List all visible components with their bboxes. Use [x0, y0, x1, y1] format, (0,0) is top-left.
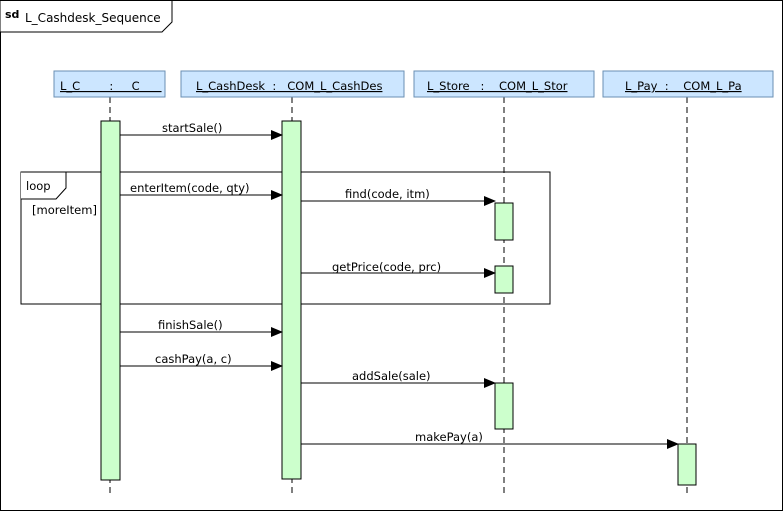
loop-guard: [moreItem] — [32, 203, 97, 217]
frame-title: L_Cashdesk_Sequence — [25, 11, 161, 25]
activation-cashdesk — [281, 120, 302, 480]
activation-pay — [677, 443, 697, 486]
lifeline-label-pay: L_Pay : COM_L_Pa — [625, 79, 742, 93]
lifeline-label-c: L_C : C — [60, 79, 162, 93]
activation-store-getprice — [494, 265, 514, 294]
message-label: getPrice(code, prc) — [332, 260, 441, 274]
message-label: startSale() — [162, 121, 222, 135]
message-getprice: getPrice(code, prc) — [301, 260, 496, 278]
lifeline-label-cashdesk: L_CashDesk : COM_L_CashDes — [196, 79, 382, 93]
message-enteritem: enterItem(code, qty) — [120, 181, 283, 200]
message-label: finishSale() — [158, 318, 223, 332]
message-makepay: makePay(a) — [301, 430, 679, 449]
lifeline-header-store: L_Store : COM_L_Stor — [413, 70, 595, 98]
message-finishsale: finishSale() — [120, 318, 283, 337]
frame-tab — [0, 0, 173, 33]
activation-c — [100, 120, 121, 481]
lifeline-header-pay: L_Pay : COM_L_Pa — [602, 70, 774, 98]
message-addsale: addSale(sale) — [301, 369, 496, 388]
message-label: makePay(a) — [415, 430, 483, 444]
loop-fragment-tab — [21, 171, 67, 200]
lifeline-label-store: L_Store : COM_L_Stor — [427, 79, 568, 93]
activation-store-find — [494, 202, 514, 241]
message-label: cashPay(a, c) — [155, 352, 232, 366]
message-label: find(code, itm) — [345, 187, 430, 201]
message-label: addSale(sale) — [352, 369, 431, 383]
lifeline-header-cashdesk: L_CashDesk : COM_L_CashDes — [180, 70, 405, 98]
frame-kind: sd — [5, 8, 19, 21]
activation-store-addsale — [494, 382, 514, 430]
message-find: find(code, itm) — [301, 187, 496, 206]
loop-operator: loop — [26, 179, 51, 193]
lifeline-header-c: L_C : C — [53, 70, 166, 98]
message-startsale: startSale() — [120, 121, 283, 140]
message-cashpay: cashPay(a, c) — [120, 352, 283, 371]
message-label: enterItem(code, qty) — [130, 181, 250, 195]
